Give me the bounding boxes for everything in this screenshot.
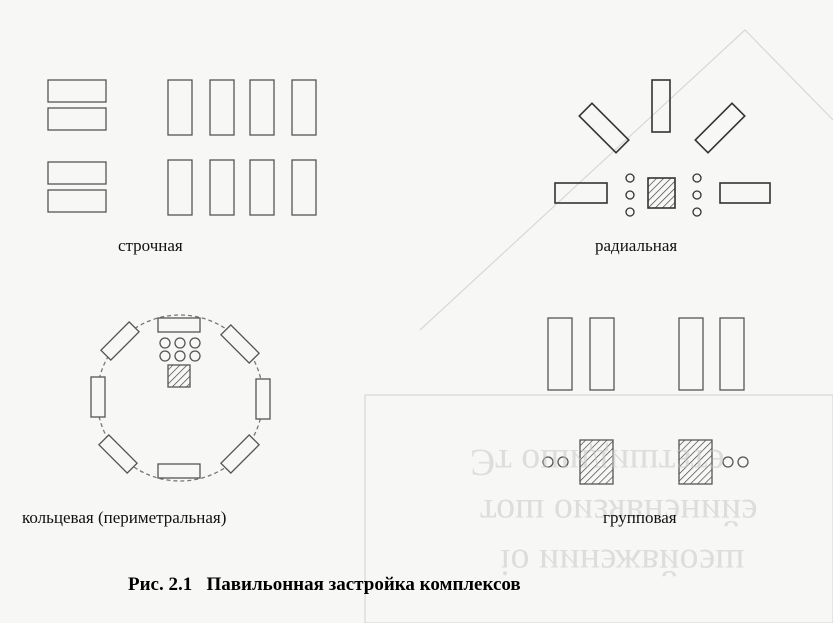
row-layout: [47, 79, 317, 216]
group-layout: [542, 317, 749, 485]
figure-title: Павильонная застройка комплексов: [206, 574, 521, 595]
radial-block-top: [651, 79, 671, 133]
ring-block-right: [255, 378, 271, 420]
ring-layout: [90, 314, 271, 482]
row-block-v5: [167, 159, 193, 216]
ring-block-br: [219, 433, 261, 475]
group-hatched-right: [678, 439, 713, 485]
ring-block-tr: [219, 323, 261, 365]
ring-block-tl: [99, 320, 141, 362]
group-block-3: [678, 317, 704, 391]
row-block-v8: [291, 159, 317, 216]
radial-layout: [554, 79, 771, 217]
row-block-v1: [167, 79, 193, 136]
group-block-4: [719, 317, 745, 391]
figure-number: Рис. 2.1: [128, 574, 193, 595]
row-block-h2: [47, 107, 107, 131]
radial-block-left: [554, 182, 608, 204]
ring-hatched-square: [167, 364, 191, 388]
label-row: строчная: [118, 236, 183, 255]
row-block-h4: [47, 189, 107, 213]
group-block-1: [547, 317, 573, 391]
label-radial: радиальная: [595, 236, 678, 255]
row-block-h1: [47, 79, 107, 103]
row-block-v7: [249, 159, 275, 216]
radial-hatched-square: [647, 177, 676, 209]
ring-block-bl: [97, 433, 139, 475]
bleed-through-line-3: io иинэжвйоэш: [500, 541, 745, 583]
bleed-through-frame: [364, 29, 833, 623]
ring-block-left: [90, 376, 106, 418]
label-ring: кольцевая (периметральная): [22, 508, 227, 527]
group-columns: [542, 456, 749, 468]
ring-block-bottom: [157, 463, 201, 479]
group-block-2: [589, 317, 615, 391]
group-hatched-left: [579, 439, 614, 485]
radial-block-upper-left: [578, 102, 630, 154]
radial-block-upper-right: [694, 102, 746, 154]
row-block-v3: [249, 79, 275, 136]
row-block-v6: [209, 159, 235, 216]
figure-caption: Рис. 2.1 Павильонная застройка комплексо…: [128, 574, 521, 596]
row-block-h3: [47, 161, 107, 185]
label-group: групповая: [603, 508, 677, 527]
row-block-v4: [291, 79, 317, 136]
radial-columns: [625, 173, 702, 217]
radial-block-right: [719, 182, 771, 204]
row-block-v2: [209, 79, 235, 136]
ring-columns: [159, 337, 201, 362]
bleed-through-line-1: Эт ошидиштзтэ: [470, 441, 725, 483]
ring-block-top: [157, 317, 201, 333]
